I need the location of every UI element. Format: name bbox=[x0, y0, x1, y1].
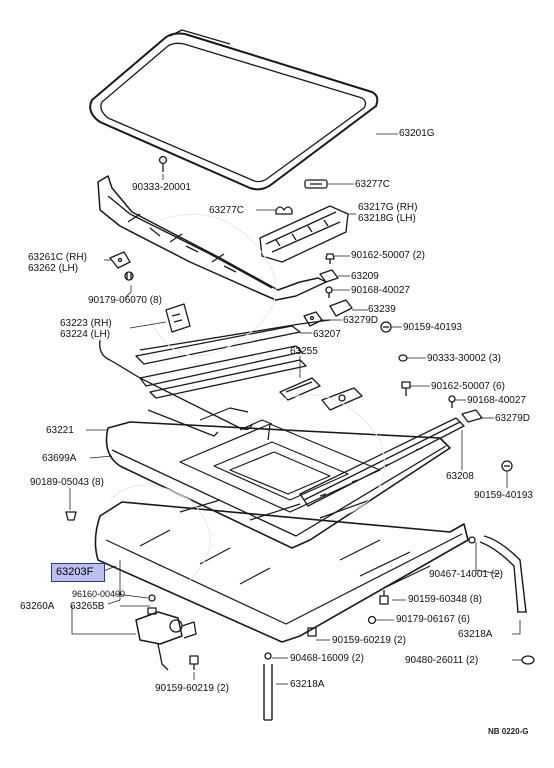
label-63207: 63207 bbox=[313, 329, 341, 340]
screw-90168-40027-right bbox=[448, 395, 456, 408]
nut-90179-06167 bbox=[367, 615, 377, 625]
clip-63279d-right bbox=[461, 409, 483, 423]
label-63218g: 63218G (LH) bbox=[358, 213, 416, 224]
sunroof-motor bbox=[135, 594, 197, 671]
clip-63277c-left bbox=[275, 206, 293, 215]
label-90159-60348: 90159-60348 (8) bbox=[408, 594, 482, 605]
screw-90159-60348 bbox=[379, 590, 389, 605]
label-63277c-right: 63277C bbox=[355, 179, 391, 190]
trim-bar-part bbox=[259, 205, 349, 263]
label-63279d-b: 63279D bbox=[495, 413, 531, 424]
label-63279d-a: 63279D bbox=[343, 315, 379, 326]
bracket-63261c bbox=[109, 251, 131, 269]
label-63239: 63239 bbox=[368, 304, 396, 315]
label-90189-05043: 90189-05043 (8) bbox=[30, 477, 104, 488]
label-90480-26011: 90480-26011 (2) bbox=[405, 655, 479, 666]
leader-lines bbox=[69, 133, 522, 685]
guide-rail-63207 bbox=[135, 325, 307, 437]
label-63224: 63224 (LH) bbox=[60, 329, 111, 340]
label-90159-60219-a: 90159-60219 (2) bbox=[332, 635, 406, 646]
bolt-90162-50007 bbox=[325, 253, 335, 264]
label-90468-16009: 90468-16009 (2) bbox=[290, 653, 364, 664]
screw-90159-40193 bbox=[380, 321, 392, 333]
label-90179-06167: 90179-06167 (6) bbox=[396, 614, 470, 625]
label-63223: 63223 (RH) bbox=[60, 318, 112, 329]
label-63217g: 63217G (RH) bbox=[358, 202, 418, 213]
label-90162-50007-2: 90162-50007 (2) bbox=[351, 250, 425, 261]
label-63221: 63221 bbox=[46, 425, 74, 436]
screw-90159-40193-right bbox=[501, 460, 513, 472]
clamp-90468-16009 bbox=[264, 652, 272, 660]
washer-90333-20001 bbox=[158, 155, 168, 172]
drive-cable-part bbox=[99, 303, 331, 430]
label-63277c-left: 63277C bbox=[209, 205, 245, 216]
label-90179-06070: 90179-06070 (8) bbox=[88, 295, 162, 306]
label-63201g: 63201G bbox=[399, 128, 435, 139]
screw-90159-60219-a bbox=[307, 627, 317, 637]
label-96160-00400: 96160-00400 bbox=[72, 589, 126, 599]
slider-63255 bbox=[279, 377, 363, 411]
nut-90179-06070 bbox=[124, 271, 134, 281]
glass-panel-part bbox=[89, 29, 379, 191]
label-63208: 63208 bbox=[446, 471, 474, 482]
highlighted-part-63203f[interactable]: 63203F bbox=[51, 563, 105, 582]
label-63261c: 63261C (RH) bbox=[28, 252, 87, 263]
label-90168-40027-b: 90168-40027 bbox=[467, 395, 526, 406]
clip-63277c bbox=[304, 179, 328, 189]
background-watermark bbox=[109, 213, 385, 581]
plug-90480-26011 bbox=[521, 655, 535, 665]
label-90159-60219-b: 90159-60219 (2) bbox=[155, 683, 229, 694]
bolt-90189-05043 bbox=[65, 511, 77, 521]
label-90467-14001: 90467-14001 (2) bbox=[429, 569, 503, 580]
frame-bracket-part bbox=[97, 175, 327, 301]
screw-90168-40027 bbox=[325, 286, 333, 298]
label-90162-50007-6: 90162-50007 (6) bbox=[431, 381, 505, 392]
side-rail-63208 bbox=[299, 417, 465, 507]
label-90159-40193-b: 90159-40193 bbox=[474, 490, 533, 501]
screw-90159-60219-b bbox=[189, 655, 199, 670]
label-63260a: 63260A bbox=[20, 601, 55, 612]
label-63209: 63209 bbox=[351, 271, 379, 282]
label-63255: 63255 bbox=[290, 346, 318, 357]
diagram-reference-code: NB 0220-G bbox=[488, 727, 529, 736]
label-90333-20001: 90333-20001 bbox=[132, 182, 191, 193]
label-63218a-bottom: 63218A bbox=[290, 679, 325, 690]
washer-90333-30002 bbox=[398, 354, 408, 362]
label-63265b: 63265B bbox=[70, 601, 105, 612]
drain-hose-bottom bbox=[263, 664, 273, 721]
drain-hose-right bbox=[468, 535, 527, 613]
label-90333-30002: 90333-30002 (3) bbox=[427, 353, 501, 364]
label-90159-40193-a: 90159-40193 bbox=[403, 322, 462, 333]
housing-frame bbox=[94, 407, 469, 643]
label-63262: 63262 (LH) bbox=[28, 263, 79, 274]
bolt-90162-50007-6 bbox=[401, 381, 411, 396]
seal-63221 bbox=[105, 421, 451, 549]
label-63218a-right: 63218A bbox=[458, 629, 493, 640]
label-63699a: 63699A bbox=[42, 453, 77, 464]
guide-63209 bbox=[319, 269, 339, 283]
label-90168-40027-a: 90168-40027 bbox=[351, 285, 410, 296]
